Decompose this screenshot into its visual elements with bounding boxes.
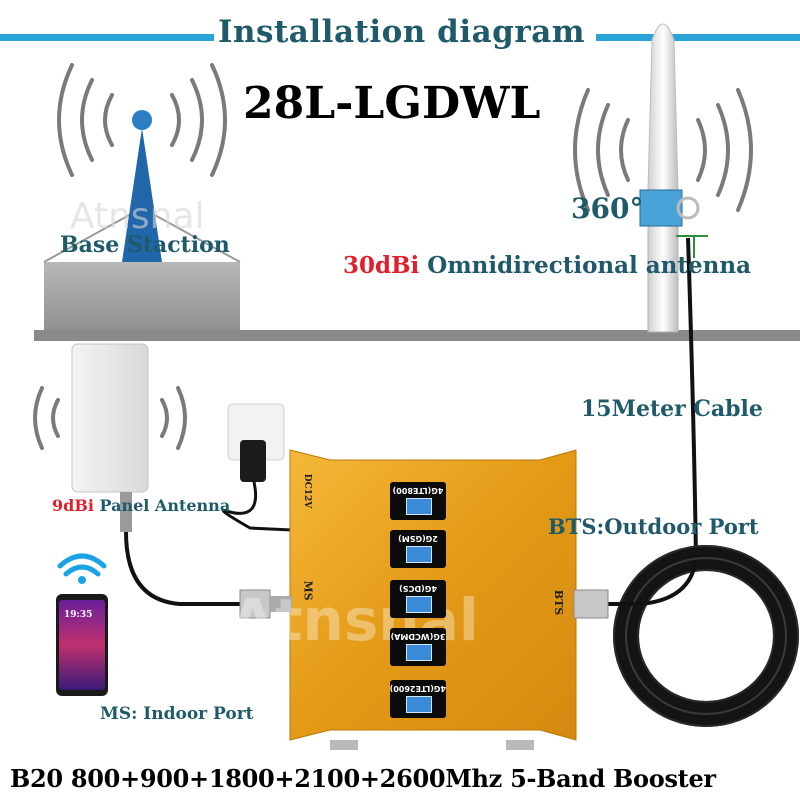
outdoor-port-label: BTS:Outdoor Port — [548, 514, 759, 539]
indoor-port-label: MS: Indoor Port — [100, 704, 254, 724]
port-dc-label: DC12V — [302, 473, 313, 509]
band-module-5: 4G(LTE2600) — [390, 680, 446, 718]
port-bts-label: BTS — [552, 589, 566, 616]
title-bar-right — [596, 34, 800, 41]
diagram-title: Installation diagram — [218, 14, 586, 50]
omni-gain: 30dBi — [343, 252, 420, 279]
band-module-3: 4G(DCS) — [390, 580, 446, 618]
band-module-1: 4G(LTE800) — [390, 482, 446, 520]
band-screen — [406, 644, 432, 661]
bts-cable — [606, 559, 698, 606]
band-label: 4G(LTE800) — [392, 486, 444, 495]
model-number: 28L-LGDWL — [243, 78, 541, 129]
port-ms-label: MS — [301, 580, 315, 601]
title-bar-left — [0, 34, 214, 41]
ms-cable — [124, 531, 240, 606]
band-module-4: 3G(WCDMA) — [390, 628, 446, 666]
band-screen — [406, 696, 432, 713]
band-screen — [406, 498, 432, 515]
panel-gain: 9dBi — [52, 496, 94, 515]
band-module-2: 2G(GSM) — [390, 530, 446, 568]
omni-name: Omnidirectional antenna — [427, 252, 752, 279]
panel-antenna — [33, 343, 187, 532]
base-station-tower — [57, 63, 227, 262]
band-label: 4G(DCS) — [399, 584, 437, 593]
band-screen — [406, 546, 432, 563]
power-adapter — [221, 403, 293, 532]
omni-antenna-label: 30dBi Omnidirectional antenna — [343, 252, 751, 279]
band-label: 4G(LTE2600) — [389, 684, 446, 693]
booster-spec: B20 800+900+1800+2100+2600Mhz 5-Band Boo… — [10, 764, 716, 793]
outdoor-cable — [686, 237, 698, 561]
cable-label: 15Meter Cable — [581, 396, 763, 422]
band-label: 2G(GSM) — [398, 534, 438, 543]
omni-antenna — [573, 23, 753, 333]
band-label: 3G(WCDMA) — [390, 632, 446, 641]
panel-name: Panel Antenna — [99, 496, 231, 515]
building — [34, 206, 800, 341]
watermark-top: Atnsnal — [70, 196, 205, 237]
base-station-label: Base Staction — [60, 232, 230, 258]
degrees-label: 360° — [571, 192, 644, 225]
panel-antenna-label: 9dBi Panel Antenna — [52, 496, 230, 515]
cable-coil — [613, 545, 799, 727]
smartphone — [56, 553, 108, 696]
phone-time: 19:35 — [64, 610, 93, 620]
band-screen — [406, 596, 432, 613]
